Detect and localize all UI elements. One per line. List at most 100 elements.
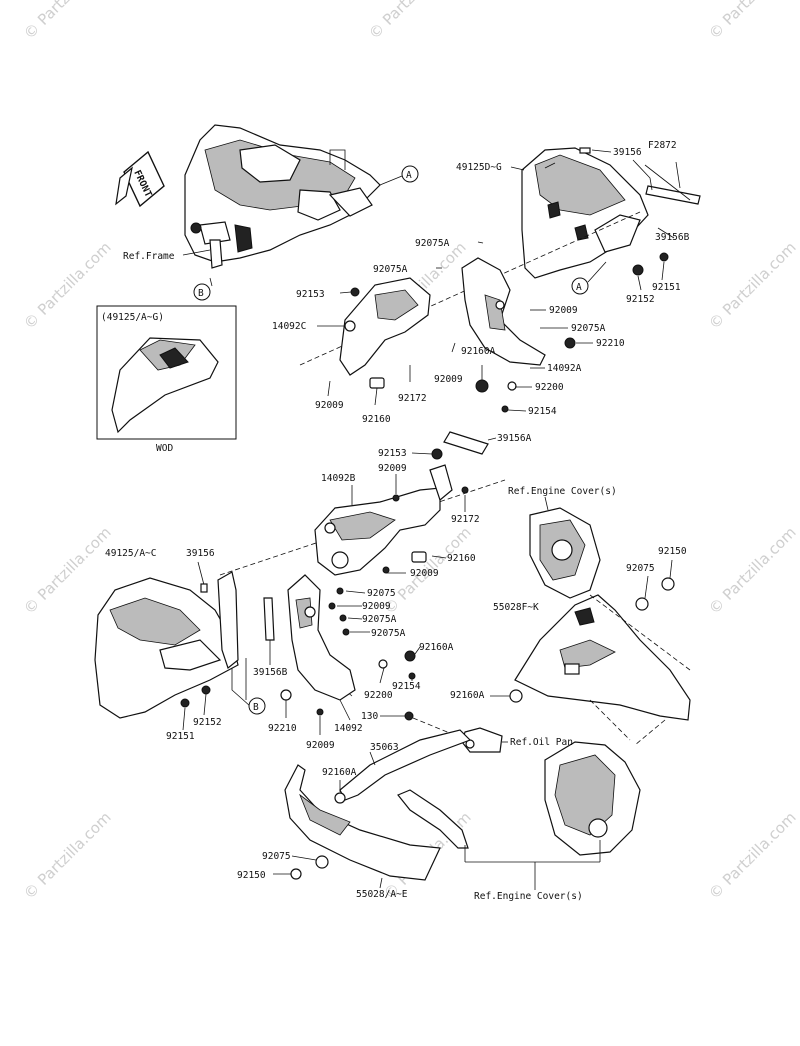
label-92150: 92150 <box>658 546 687 557</box>
callout-a-cowl <box>571 277 589 295</box>
label-ref-engine-cover-top: Ref.Engine Cover(s) <box>508 486 617 497</box>
label-92009: 92009 <box>306 740 335 751</box>
watermark: © Partzilla.com <box>705 238 800 333</box>
watermark: © Partzilla.com <box>20 523 115 618</box>
label-92009: 92009 <box>362 601 391 612</box>
label-92075: 92075 <box>262 851 291 862</box>
pad-39156a <box>443 431 489 455</box>
lower-stay <box>397 789 469 849</box>
engine-cover-top <box>529 507 601 599</box>
label-92152: 92152 <box>193 717 222 728</box>
label-92009: 92009 <box>434 374 463 385</box>
label-92172: 92172 <box>398 393 427 404</box>
label-39156b: 39156B <box>655 232 690 243</box>
label-92210: 92210 <box>268 723 297 734</box>
bottom-cowl <box>284 764 441 881</box>
label-92150: 92150 <box>237 870 266 881</box>
label-92075a: 92075A <box>571 323 606 334</box>
label-92151: 92151 <box>166 731 195 742</box>
frame-drawing <box>184 124 381 269</box>
label-92009: 92009 <box>315 400 344 411</box>
inset-caption: WOD <box>156 443 173 454</box>
label-39156: 39156 <box>186 548 215 559</box>
label-92172: 92172 <box>451 514 480 525</box>
label-92153: 92153 <box>296 289 325 300</box>
callout-b-frame <box>193 283 211 301</box>
grommet-92075-bottom <box>315 855 329 869</box>
label-92075a: 92075A <box>371 628 406 639</box>
bolt-130 <box>404 711 414 721</box>
engine-cover-bottom <box>544 741 641 856</box>
label-39156: 39156 <box>613 147 642 158</box>
callout-a-label: A <box>406 170 412 181</box>
callout-b-label: B <box>253 702 259 713</box>
label-92200: 92200 <box>364 690 393 701</box>
pad-39156b <box>263 597 275 641</box>
label-49125-a-c: 49125/A~C <box>105 548 156 559</box>
bracket-14092c <box>339 277 431 376</box>
bracket-35063 <box>339 729 472 801</box>
label-14092a: 14092A <box>547 363 582 374</box>
watermark: © Partzilla.com <box>20 808 115 903</box>
watermark: © Partzilla.com <box>705 0 800 43</box>
label-92151: 92151 <box>652 282 681 293</box>
callout-a-top <box>401 165 419 183</box>
label-92075a: 92075A <box>415 238 450 249</box>
bolt-92150 <box>661 577 675 591</box>
label-92009: 92009 <box>410 568 439 579</box>
leaders-top <box>317 149 675 412</box>
label-92200: 92200 <box>535 382 564 393</box>
label-ref-oil-pan: Ref.Oil Pan <box>510 737 573 748</box>
label-92160: 92160 <box>362 414 391 425</box>
watermark: © Partzilla.com <box>705 808 800 903</box>
label-92075a: 92075A <box>373 264 408 275</box>
label-14092c: 14092C <box>272 321 306 332</box>
left-rod <box>217 571 239 670</box>
front-arrow-icon: FRONT <box>115 150 165 208</box>
grommet-92160a <box>334 792 346 804</box>
ref-frame-label: Ref.Frame <box>123 251 175 262</box>
label-92154: 92154 <box>392 681 421 692</box>
label-130: 130 <box>361 711 378 722</box>
bolt-92150-bottom <box>290 868 302 880</box>
label-92009: 92009 <box>549 305 578 316</box>
upper-right-cowl <box>521 147 701 279</box>
grommet-92075 <box>635 597 649 611</box>
label-92009: 92009 <box>378 463 407 474</box>
label-92160a: 92160A <box>419 642 454 653</box>
left-cowl <box>94 577 239 719</box>
callout-a-label: A <box>576 282 582 293</box>
label-92075: 92075 <box>626 563 655 574</box>
watermark: © Partzilla.com <box>365 0 460 43</box>
label-92210: 92210 <box>596 338 625 349</box>
label-14092b: 14092B <box>321 473 356 484</box>
inset-box: (49125/A~G) WOD <box>96 305 237 454</box>
bracket-14092a <box>461 257 546 366</box>
label-92160: 92160 <box>447 553 476 564</box>
label-49125d-g: 49125D~G <box>456 162 502 173</box>
label-92075a: 92075A <box>362 614 397 625</box>
label-92075: 92075 <box>367 588 396 599</box>
label-55028-a-e: 55028/A~E <box>356 889 408 900</box>
bracket-14092b <box>314 464 453 576</box>
label-92160a: 92160A <box>450 690 485 701</box>
callout-b-label: B <box>198 288 204 299</box>
fasteners-mid <box>280 448 469 716</box>
bracket-14092 <box>287 574 356 701</box>
inset-title: (49125/A~G) <box>101 312 164 323</box>
label-ref-engine-cover-bottom: Ref.Engine Cover(s) <box>474 891 583 902</box>
label-92154: 92154 <box>528 406 557 417</box>
label-92153: 92153 <box>378 448 407 459</box>
label-39156a: 39156A <box>497 433 532 444</box>
watermarks: © Partzilla.com © Partzilla.com © Partzi… <box>20 0 800 903</box>
label-55028f-k: 55028F~K <box>493 602 539 613</box>
label-92152: 92152 <box>626 294 655 305</box>
label-92160a: 92160A <box>461 346 496 357</box>
label-14092: 14092 <box>334 723 363 734</box>
watermark: © Partzilla.com <box>705 523 800 618</box>
label-39156b: 39156B <box>253 667 288 678</box>
label-f2872: F2872 <box>648 140 677 151</box>
label-35063: 35063 <box>370 742 399 753</box>
watermark: © Partzilla.com <box>20 0 115 43</box>
